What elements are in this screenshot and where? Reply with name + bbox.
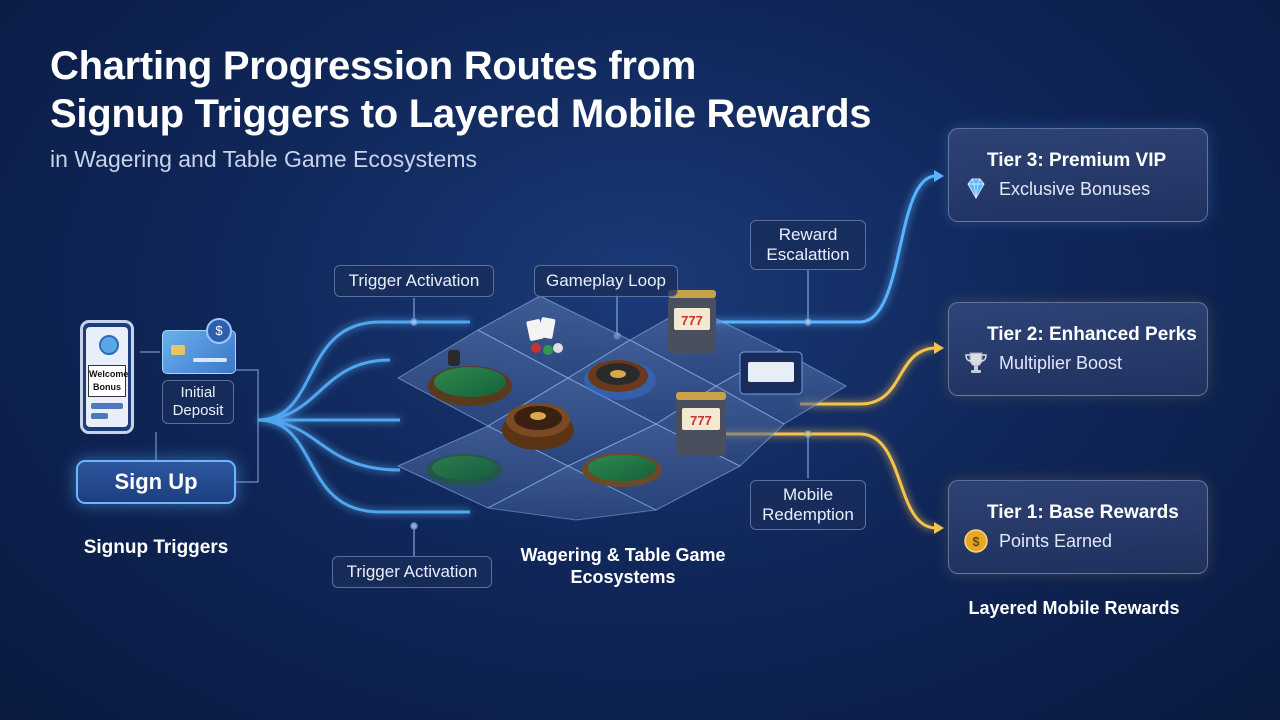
deposit-badge-icon: $ (206, 318, 232, 344)
tier-1-subtitle: Points Earned (999, 531, 1113, 551)
mobile-redemption-label: Mobile Redemption (750, 480, 866, 530)
tier-3-card: Tier 3: Premium VIP Exclusive Bonuses (948, 128, 1208, 222)
tier-2-title: Tier 2: Enhanced Perks (987, 324, 1197, 345)
svg-text:$: $ (972, 534, 980, 549)
tier-1-title: Tier 1: Base Rewards (987, 502, 1179, 523)
route-tier1 (700, 432, 936, 530)
svg-text:777: 777 (681, 313, 703, 328)
reward-escalation-label: Reward Escalattion (750, 220, 866, 270)
avatar (99, 335, 119, 355)
ecosystem-caption-line1: Wagering & Table Game (520, 545, 726, 565)
blackjack-table-icon (426, 454, 502, 486)
arrow-tier1 (934, 522, 944, 534)
signup-connector (140, 351, 259, 483)
gameplay-loop-label: Gameplay Loop (534, 265, 678, 297)
playing-cards-icon (526, 317, 563, 355)
tier-1-card: Tier 1: Base Rewards $ Points Earned (948, 480, 1208, 574)
roulette-wheel-large-icon (502, 403, 574, 450)
phone-field (91, 403, 123, 409)
tier-3-title: Tier 3: Premium VIP (987, 150, 1167, 171)
trigger-activation-bottom-label: Trigger Activation (332, 556, 492, 588)
tier-2-card: Tier 2: Enhanced Perks Multiplier Boost (948, 302, 1208, 396)
phone-icon: Welcome Bonus (80, 320, 134, 434)
diamond-icon (967, 178, 985, 200)
tier-3-subtitle: Exclusive Bonuses (999, 179, 1151, 199)
mobile-slot-screen-icon (739, 351, 803, 395)
rewards-caption: Layered Mobile Rewards (968, 598, 1180, 618)
slot-machine-icon: 777 (668, 290, 716, 354)
sign-up-button[interactable]: Sign Up (76, 460, 236, 504)
page-subtitle: in Wagering and Table Game Ecosystems (50, 146, 477, 172)
route-tier3 (700, 174, 936, 324)
welcome-bonus-text: Welcome Bonus (88, 365, 128, 397)
poker-table-icon (428, 350, 512, 406)
signup-caption: Signup Triggers (83, 537, 229, 558)
arrow-tier2 (934, 342, 944, 354)
blue-routes (257, 320, 470, 514)
title-line-2: Signup Triggers to Layered Mobile Reward… (50, 92, 872, 136)
card-strip (193, 358, 227, 362)
phone-screen: Welcome Bonus (86, 327, 128, 427)
slot-machine-icon-2: 777 (676, 392, 726, 456)
trophy-icon (965, 352, 987, 373)
initial-deposit-label: Initial Deposit (162, 380, 234, 424)
page-title: Charting Progression Routes from Signup … (50, 42, 872, 138)
tier-2-subtitle: Multiplier Boost (999, 353, 1123, 373)
card-table-icon (582, 453, 662, 487)
route-tier2 (800, 346, 936, 406)
card-chip (171, 345, 185, 355)
phone-field-2 (91, 413, 108, 419)
coin-icon: $ (964, 529, 988, 553)
label-connectors (410, 270, 812, 556)
roulette-wheel-icon (584, 360, 656, 400)
ecosystem-caption-line2: Ecosystems (570, 567, 676, 587)
ecosystem-caption: Wagering & Table Game Ecosystems (504, 544, 742, 588)
arrow-tier3 (934, 170, 944, 182)
title-line-1: Charting Progression Routes from (50, 44, 697, 88)
trigger-activation-top-label: Trigger Activation (334, 265, 494, 297)
svg-text:777: 777 (690, 413, 712, 428)
